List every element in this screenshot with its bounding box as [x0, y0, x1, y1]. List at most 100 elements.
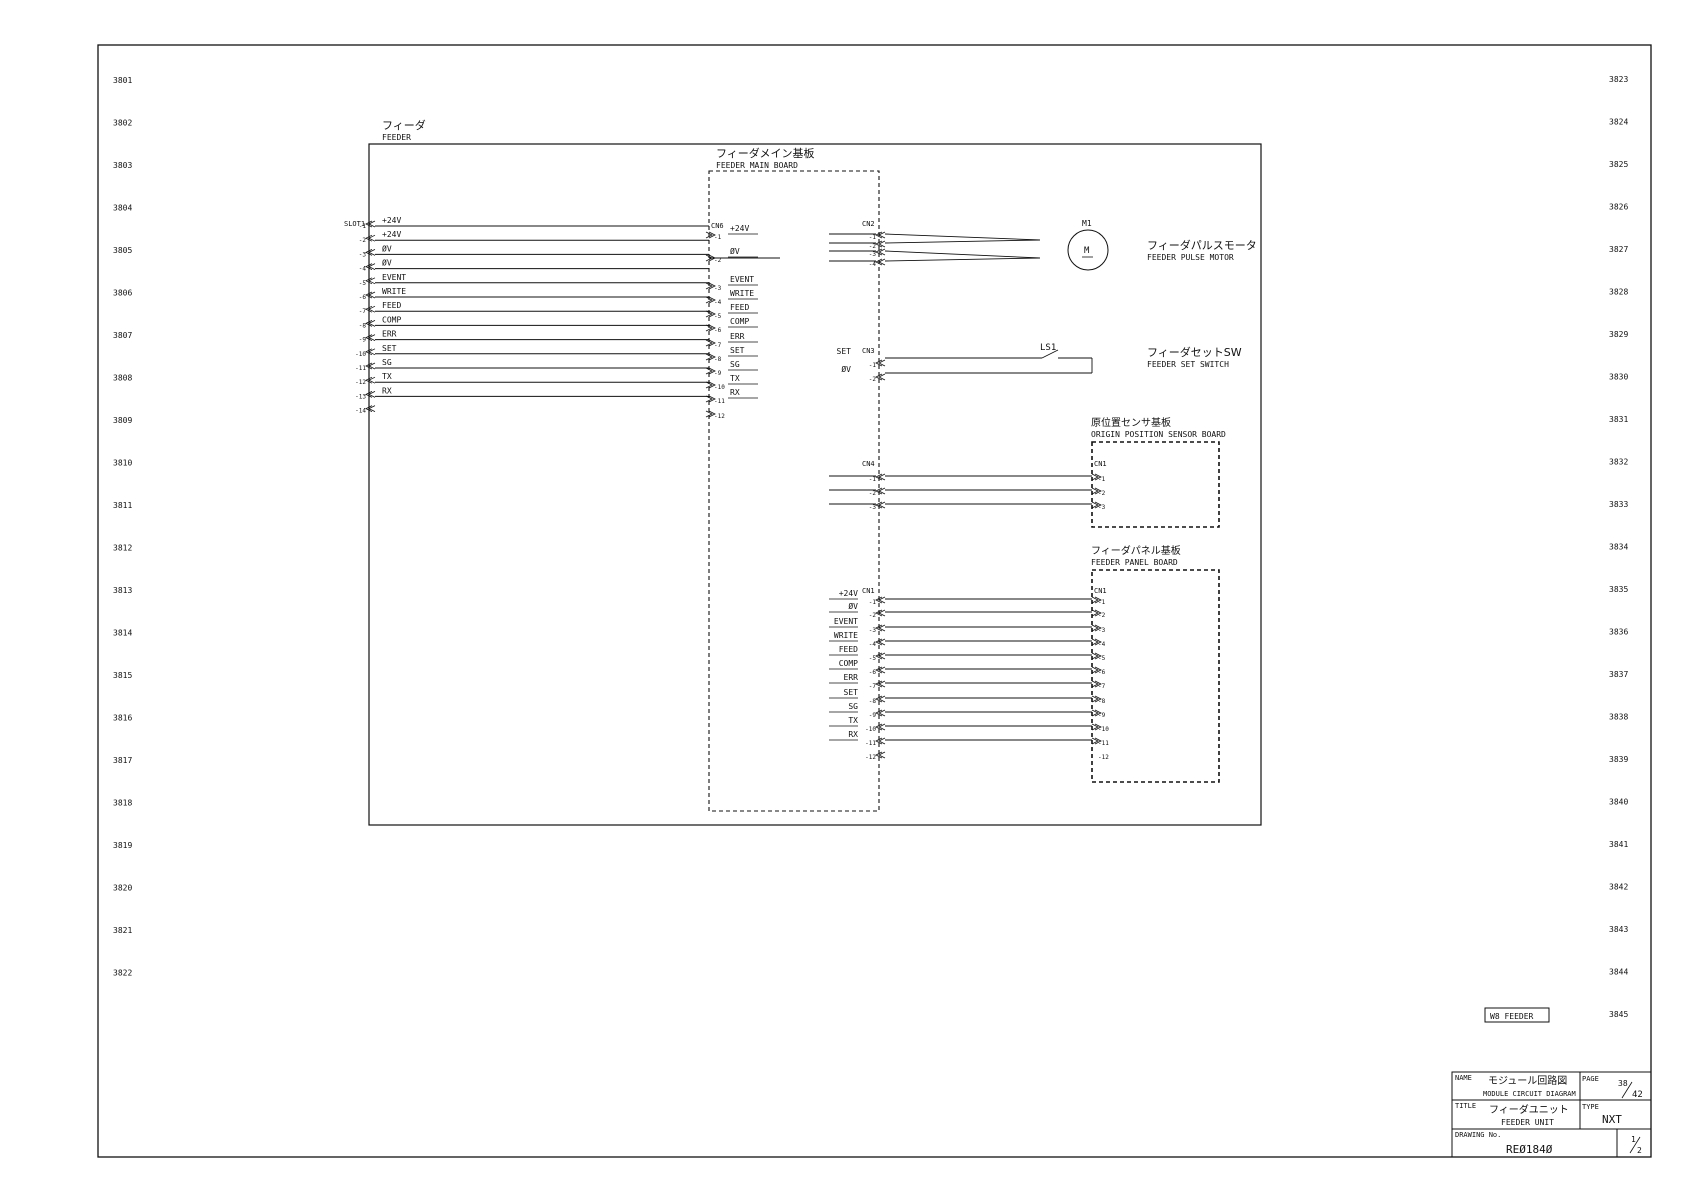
sheet-border — [97, 44, 1652, 1158]
cn2-connector-mark — [875, 231, 886, 239]
cn4-wiring: -1-1-2-2-3-3 — [829, 473, 1106, 511]
row-number-left: 3810 — [113, 459, 132, 468]
slot-pin-label: -9 — [359, 337, 367, 344]
motor-ref: M1 — [1082, 219, 1092, 228]
slot-pin-label: -11 — [355, 365, 366, 372]
cn6-signal-label: TX — [730, 374, 740, 383]
feeder-box — [368, 143, 1262, 826]
cn6-connector-mark — [705, 395, 716, 403]
cn4-connector-mark — [875, 487, 886, 495]
slot-connector-mark — [365, 320, 376, 327]
cn1-signal-label: RX — [848, 730, 858, 739]
cn4-connector-mark — [875, 473, 886, 481]
row-number-left: 3813 — [113, 586, 132, 595]
panel-pin-label: -5 — [1098, 655, 1106, 662]
panel-pin-label: -11 — [1098, 740, 1109, 747]
main-board-box — [708, 170, 880, 812]
slot-pin-label: -6 — [359, 294, 367, 301]
cn1-signal-label: TX — [848, 716, 858, 725]
cn3-signal-label: SET — [837, 347, 852, 356]
motor-letter: M — [1084, 246, 1090, 256]
cn1-signal-label: COMP — [839, 659, 858, 668]
cn1-pin-label: -1 — [869, 599, 877, 606]
cn6-pin-label: -3 — [714, 285, 722, 292]
cn1-wiring: +24V-1-1ØV-2-2EVENT-3-3WRITE-4-4FEED-5-5… — [829, 589, 1109, 761]
slot-connector-mark — [365, 249, 376, 256]
cn1-connector-mark — [875, 624, 886, 632]
row-number-left: 3818 — [113, 799, 132, 808]
cn1-pin-label: -10 — [865, 726, 876, 733]
switch-name-jp: フィーダセットSW — [1147, 345, 1242, 359]
row-number-left: 3805 — [113, 246, 132, 255]
cn6-signal-label: WRITE — [730, 289, 754, 298]
title-block-page-slash — [1621, 1081, 1633, 1099]
origin-pin-label: -2 — [1098, 490, 1106, 497]
cn6-connector-mark — [705, 367, 716, 375]
cn6-pin-label: -12 — [714, 413, 725, 420]
cn2-pin-label: -2 — [869, 243, 877, 250]
slot-pin-label: -14 — [355, 408, 366, 415]
cn1-connector-mark — [875, 596, 886, 604]
row-number-right: 3837 — [1609, 670, 1628, 679]
cn2-wire-motor — [884, 257, 1041, 262]
cn3-pin-label: -1 — [869, 362, 877, 369]
cn6-signal-label: ØV — [730, 246, 740, 256]
cn1-connector-mark — [875, 666, 886, 674]
cn6-pin-label: -11 — [714, 398, 725, 405]
cn3-signal-label: ØV — [841, 364, 851, 374]
cn2-pin-label: -3 — [869, 251, 877, 258]
slot-signal-label: +24V — [382, 230, 401, 239]
panel-board-title-jp: フィーダパネル基板 — [1091, 544, 1181, 557]
row-number-left: 3807 — [113, 331, 132, 340]
title-block-title-jp: フィーダユニット — [1489, 1103, 1569, 1116]
cn6-connector-mark — [705, 296, 716, 304]
slot-signal-label: +24V — [382, 216, 401, 225]
slot-signal-label: WRITE — [382, 287, 406, 296]
origin-board-title-jp: 原位置センサ基板 — [1091, 416, 1171, 429]
panel-pin-label: -7 — [1098, 683, 1106, 690]
cn6-connector-mark — [705, 353, 716, 361]
cn1-signal-label: ØV — [848, 601, 858, 611]
slot-connector-mark — [365, 277, 376, 285]
cn1-connector-mark — [875, 709, 886, 717]
cn1-connector-mark — [875, 609, 886, 617]
slot-pin-label: -2 — [359, 237, 367, 244]
row-number-right: 3833 — [1609, 500, 1628, 509]
slot-signal-label: ØV — [382, 258, 392, 268]
panel-pin-label: -2 — [1098, 612, 1106, 619]
panel-connector-mark — [1091, 652, 1102, 660]
origin-cn1-label: CN1 — [1094, 460, 1107, 468]
slot-pin-label: -8 — [359, 322, 367, 329]
title-block-sheet-total: 2 — [1637, 1146, 1642, 1155]
cn6-pin-label: -10 — [714, 384, 725, 391]
origin-pin-label: -1 — [1098, 476, 1106, 483]
origin-board-title-en: ORIGIN POSITION SENSOR BOARD — [1091, 430, 1226, 439]
title-block-name-jp: モジュール回路図 — [1488, 1074, 1567, 1087]
cn6-pin-label: -2 — [714, 257, 722, 264]
cn6-connector-mark — [705, 231, 716, 239]
slot-pin-label: -4 — [359, 266, 367, 273]
cn1-signal-label: +24V — [839, 589, 858, 598]
origin-board-box — [1091, 441, 1220, 528]
slot-pin-label: -7 — [359, 308, 367, 315]
cn6-pin-label: -9 — [714, 370, 722, 377]
cn2-wire-motor — [884, 233, 1041, 241]
cn2-connector-mark — [875, 258, 886, 266]
main-cn1-label: CN1 — [862, 587, 875, 595]
slot-signal-label: ERR — [382, 330, 397, 339]
cn2-wire-motor — [884, 239, 1041, 244]
slot-pin-label: -1 — [359, 223, 367, 230]
cn1-signal-label: SG — [848, 702, 858, 711]
row-number-right: 3831 — [1609, 415, 1628, 424]
cn6-pin-label: -5 — [714, 313, 722, 320]
row-number-right: 3835 — [1609, 585, 1628, 594]
cn1-pin-label: -9 — [869, 712, 877, 719]
cn6-signal-label: +24V — [730, 224, 749, 233]
panel-pin-label: -12 — [1098, 754, 1109, 761]
row-number-left: 3816 — [113, 714, 132, 723]
slot-wiring: -1+24V-2+24V-3ØV-4ØV-5EVENT-6WRITE-7FEED… — [355, 216, 709, 415]
cn1-pin-label: -4 — [869, 641, 877, 648]
slot-pin-label: -3 — [359, 251, 367, 258]
cn3-connector-label: CN3 — [862, 347, 875, 355]
title-block-title-en: FEEDER UNIT — [1501, 1118, 1554, 1127]
